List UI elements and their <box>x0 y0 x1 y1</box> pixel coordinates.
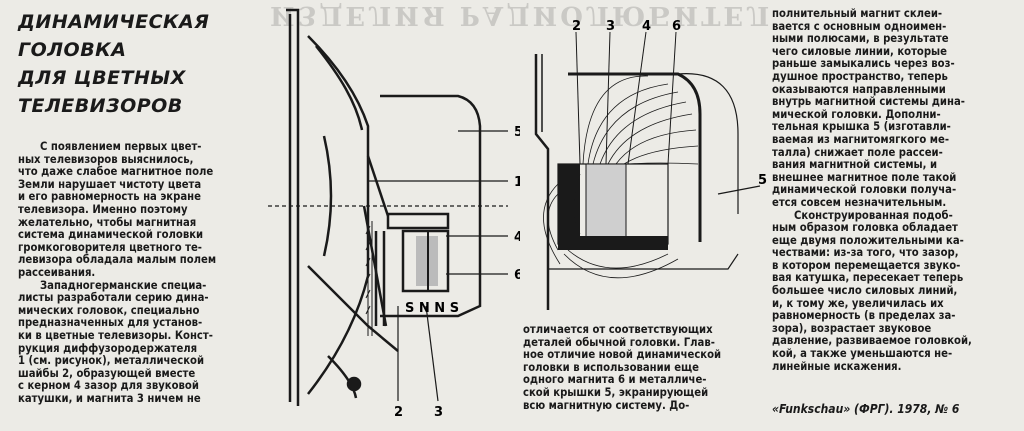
headline-line: ТЕЛЕВИЗОРОВ <box>18 95 183 117</box>
text-line: отличается от соответствующих <box>523 323 713 336</box>
paragraph-2: Западногерманские специа- листы разработ… <box>18 278 266 406</box>
text-line: полнительный магнит склеи- <box>772 7 943 20</box>
text-line: чего силовые линии, которые <box>772 44 947 58</box>
text-line: внутрь магнитной системы дина- <box>772 95 965 109</box>
text-line: деталей обычной головки. Глав- <box>523 335 715 349</box>
text-line: раньше замыкались через воз- <box>772 57 955 71</box>
text-line: динамической головки получа- <box>772 183 957 197</box>
text-line: вания магнитной системы, и <box>772 158 938 172</box>
text-line: ными полюсами, в результате <box>772 32 949 46</box>
text-line: Западногерманские специа- <box>40 278 207 292</box>
paragraph-1: С появлением первых цвет- ных телевизоро… <box>18 140 266 280</box>
label-5: 5 <box>514 125 520 140</box>
text-line: головки в использовании еще <box>523 360 699 374</box>
text-line: Сконструированная подоб- <box>794 208 953 222</box>
text-line: давление, развиваемое головкой, <box>772 334 972 348</box>
label-2: 2 <box>572 19 581 34</box>
text-line: ется совсем незначительным. <box>772 195 947 209</box>
label-5: 5 <box>758 173 767 188</box>
text-line: листы разработали серию дина- <box>18 291 209 305</box>
text-line: Земли нарушает чистоту цвета <box>18 177 202 191</box>
text-line: вается с основным одноимен- <box>772 19 947 33</box>
text-line: мических головок, специально <box>18 303 200 317</box>
text-column-3: отличается от соответствующих деталей об… <box>523 323 761 412</box>
label-3: 3 <box>434 405 443 420</box>
headline-line: ДИНАМИЧЕСКАЯ ГОЛОВКА <box>18 11 210 61</box>
text-line: рассеивания. <box>18 265 96 279</box>
text-line: вая катушка, пересекает теперь <box>772 271 964 285</box>
text-line: чествами: из-за того, что зазор, <box>772 246 959 260</box>
text-line: телевизора. Именно поэтому <box>18 202 188 216</box>
pole-labels: S N N S <box>405 301 459 316</box>
text-line: всю магнитную систему. До- <box>523 398 690 412</box>
source-citation: «Funkschau» (ФРГ). 1978, № 6 <box>772 402 960 416</box>
text-line: талла) снижает поле рассеи- <box>772 145 943 159</box>
text-line: одного магнита 6 и металличе- <box>523 373 707 387</box>
text-line: шайбы 2, образующей вместе <box>18 366 196 380</box>
text-line: равномерность (в пределах за- <box>772 309 956 323</box>
label-6: 6 <box>672 19 681 34</box>
text-line: что даже слабое магнитное поле <box>18 165 214 179</box>
magnetic-field-figure: 2 3 4 6 5 <box>528 14 770 318</box>
text-line: внешнее магнитное поле такой <box>772 170 957 184</box>
text-line: и его равномерность на экране <box>18 190 201 204</box>
text-line: рукция диффузородержателя <box>18 341 198 355</box>
text-line: левизора обладала малым полем <box>18 253 217 267</box>
text-line: в котором перемещается звуко- <box>772 258 961 272</box>
text-line: катушки, и магнита 3 ничем не <box>18 391 201 405</box>
text-line: ской крышки 5, экранирующей <box>523 385 709 399</box>
speaker-cross-section-figure: S N N S 5 1 4 6 2 3 <box>268 6 523 430</box>
text-line: громкоговорителя цветного те- <box>18 240 202 254</box>
text-line: С появлением первых цвет- <box>40 140 202 153</box>
headline-line: ДЛЯ ЦВЕТНЫХ <box>18 67 186 89</box>
paragraph: отличается от соответствующих деталей об… <box>523 323 761 412</box>
text-line: зора), возрастает звуковое <box>772 321 932 335</box>
text-line: желательно, чтобы магнитная <box>18 215 197 229</box>
text-line: предназначенных для установ- <box>18 316 203 330</box>
text-line: еще двумя положительными ка- <box>772 233 964 247</box>
text-line: большее число силовых линий, <box>772 284 958 298</box>
text-line: 1 (см. рисунок), металлической <box>18 354 205 368</box>
text-line: ное отличие новой динамической <box>523 348 722 362</box>
text-line: кой, а также уменьшаются не- <box>772 347 953 361</box>
article-headline: ДИНАМИЧЕСКАЯ ГОЛОВКА ДЛЯ ЦВЕТНЫХ ТЕЛЕВИЗ… <box>18 8 268 120</box>
text-column-1: С появлением первых цвет- ных телевизоро… <box>18 140 266 406</box>
text-column-4: полнительный магнит склеи- вается с осно… <box>772 7 1012 374</box>
text-line: душное пространство, теперь <box>772 69 948 83</box>
label-4: 4 <box>642 19 651 34</box>
paragraph-2: Сконструированная подоб- ным образом гол… <box>772 208 1012 374</box>
label-4: 4 <box>514 230 520 245</box>
text-line: ным образом головка обладает <box>772 221 958 235</box>
text-line: ных телевизоров выяснилось, <box>18 152 194 166</box>
label-6: 6 <box>514 268 520 283</box>
text-line: ваемая из магнитомягкого ме- <box>772 132 950 146</box>
text-line: и, к тому же, увеличилась их <box>772 296 944 310</box>
text-line: тельная крышка 5 (изготавли- <box>772 120 951 134</box>
label-1: 1 <box>514 175 520 190</box>
text-line: с керном 4 зазор для звуковой <box>18 379 199 393</box>
text-line: оказываются направленными <box>772 82 946 96</box>
text-line: система динамической головки <box>18 228 204 242</box>
text-line: ки в цветные телевизоры. Конст- <box>18 328 213 342</box>
label-3: 3 <box>606 19 615 34</box>
text-line: мической головки. Дополни- <box>772 107 941 121</box>
label-2: 2 <box>394 405 403 420</box>
paragraph-1: полнительный магнит склеи- вается с осно… <box>772 7 1012 210</box>
text-line: линейные искажения. <box>772 359 902 373</box>
